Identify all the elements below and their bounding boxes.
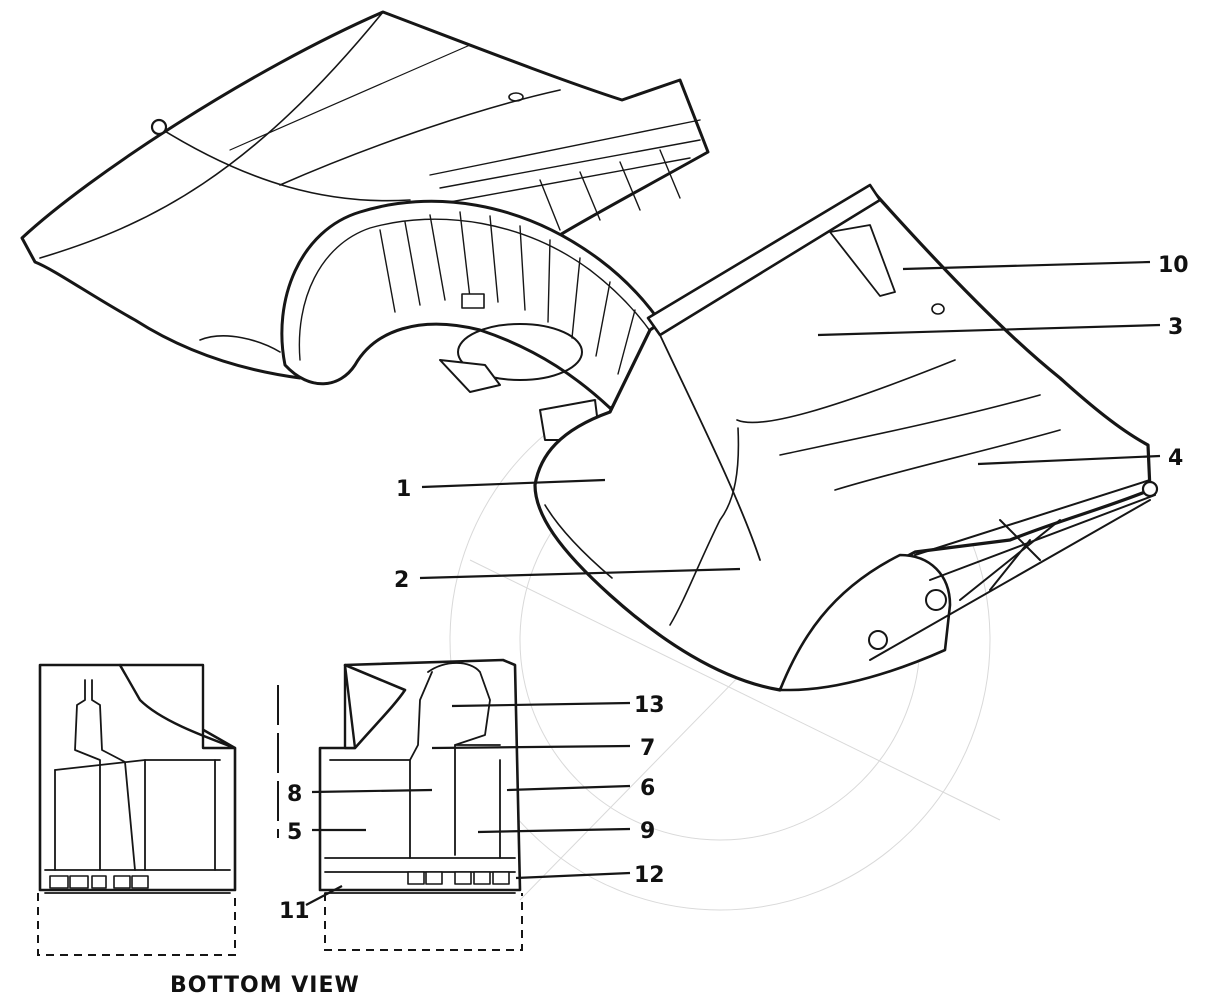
lower-cowl-half <box>533 183 1159 692</box>
callout-numbers: 10 3 4 1 2 13 7 8 6 5 9 12 11 <box>279 253 1189 924</box>
callout-13: 13 <box>634 693 665 718</box>
center-ring-frame <box>280 199 692 441</box>
callout-12: 12 <box>634 863 665 888</box>
callout-3: 3 <box>1168 315 1183 340</box>
callout-leaders-main <box>419 260 1161 580</box>
callout-4: 4 <box>1168 446 1183 471</box>
callout-11: 11 <box>279 899 310 924</box>
callout-7: 7 <box>640 736 655 761</box>
callout-8: 8 <box>287 782 302 807</box>
callout-5: 5 <box>287 820 302 845</box>
callout-9: 9 <box>640 819 655 844</box>
bottom-view-left-panel <box>37 663 237 956</box>
callout-1: 1 <box>396 477 411 502</box>
callout-10: 10 <box>1158 253 1189 278</box>
bottom-view-caption: BOTTOM VIEW <box>170 973 360 998</box>
bottom-view-right-panel <box>318 658 523 951</box>
callout-2: 2 <box>394 568 409 593</box>
callout-leaders-bottom <box>305 701 631 906</box>
callout-6: 6 <box>640 776 655 801</box>
